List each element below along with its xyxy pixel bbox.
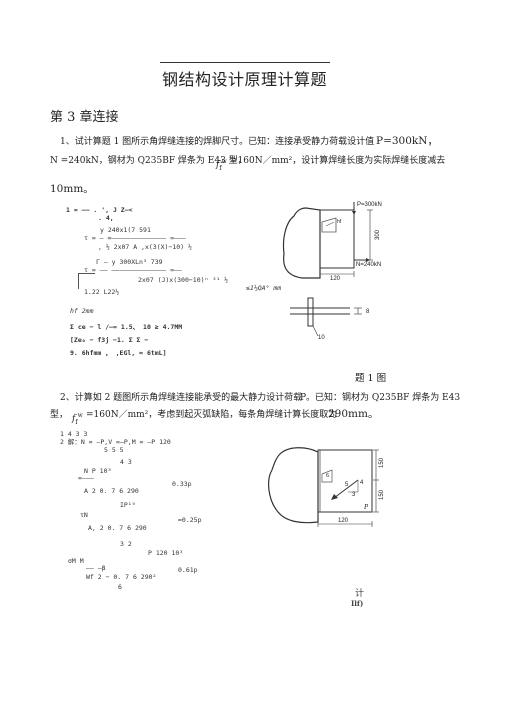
problem2-line2a: 型， [50, 410, 69, 420]
problem2-line2b: =160N／mm²，考虑到起灭弧缺陷，每条角焊缝计算长度取为 [86, 410, 338, 420]
problem1-p-value: P=300kN， [376, 135, 438, 147]
problem1-line2: N =240kN，钢材为 Q235BF 焊条为 E43 型， [50, 156, 247, 166]
figure2-caption-part2: Ilf) [351, 599, 364, 608]
fig2-dim-top: 150 [379, 457, 386, 469]
fig2-dim-bottom: 150 [379, 489, 386, 501]
fig1-load-p: P=300kN [357, 202, 382, 208]
figure2-diagram [268, 447, 379, 527]
fig2-slope-h: 3 [352, 492, 356, 498]
fig1-load-n: N=240kN [356, 262, 382, 268]
fig2-slope-v: 4 [360, 480, 364, 486]
problem1-line2b: =160N／mm²，设计算焊缝长度为实际焊缝长度减去 [230, 156, 446, 166]
fig1-weld-label: hf [337, 219, 342, 225]
problem2-p-label: P。已知：钢材为 Q235BF 焊条为 E43 [300, 393, 461, 403]
fig2-width-dim: 120 [338, 518, 349, 524]
sqrt-sign [78, 273, 95, 289]
problem2-fw-symbol: ffw [72, 412, 83, 426]
figure1-caption: 题 1 图 [355, 373, 387, 384]
problem2-length: 290mm。 [328, 408, 379, 420]
fig2-load-label: P [364, 503, 369, 511]
fig2-weld-label: 6 [326, 473, 330, 479]
fig1-height-dim: 300 [375, 229, 382, 241]
problem2-line1: 2、计算如 2 题图所示角焊缝连接能承受的最大静力设计荷载 [60, 393, 303, 403]
problem1-line3: 10mm。 [50, 183, 94, 195]
fig2-slope-d: 5 [345, 482, 349, 488]
document-title: 钢结构设计原理计算题 [162, 70, 328, 89]
fig1-gap-dim: 10 [318, 335, 325, 341]
figure1-diagram [282, 202, 373, 337]
chapter-heading: 第 3 章连接 [50, 110, 119, 125]
problem1-line1: 1、试计算题 1 图所示角焊缝连接的焊脚尺寸。已知：连接承受静力荷载设计值 [60, 137, 375, 147]
title-rule [160, 62, 330, 63]
figure2-caption-part1: 计 [355, 589, 365, 599]
problem1-fw-symbol: ffw [216, 158, 227, 172]
fig1-width-dim: 120 [330, 276, 341, 282]
fig1-plate-dim: 8 [366, 309, 370, 315]
